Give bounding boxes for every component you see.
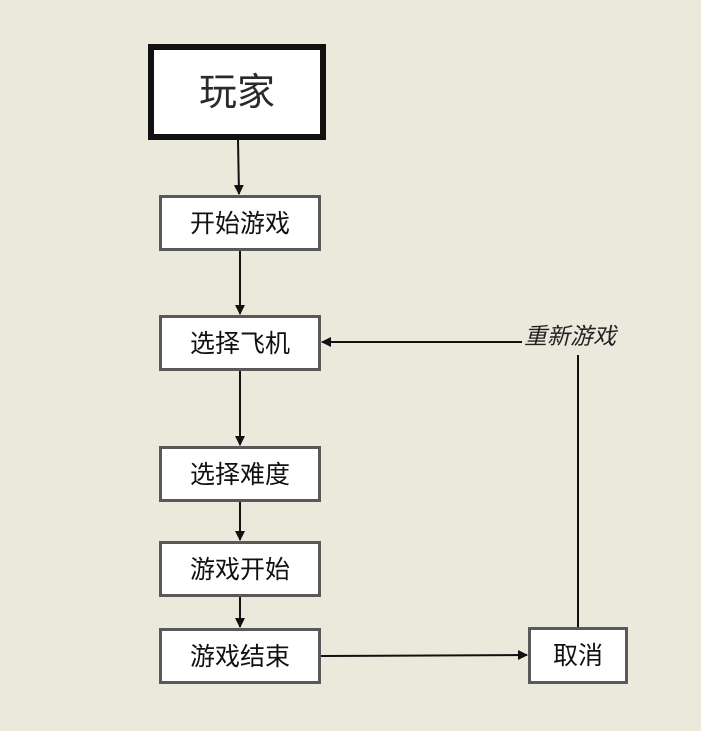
node-game-start-label: 游戏开始 [189, 554, 290, 584]
node-cancel: 取消 [528, 627, 628, 684]
node-game-start: 游戏开始 [159, 541, 321, 597]
node-game-over-label: 游戏结束 [189, 641, 290, 671]
node-player: 玩家 [148, 44, 326, 140]
node-start-game-label: 开始游戏 [189, 208, 290, 238]
node-select-plane-label: 选择飞机 [189, 328, 290, 358]
arrow-player-to-start-game [233, 139, 244, 195]
arrow-game-over-to-cancel [320, 650, 528, 661]
node-player-label: 玩家 [198, 70, 275, 114]
node-game-over: 游戏结束 [159, 628, 321, 684]
node-select-difficulty-label: 选择难度 [189, 459, 290, 489]
node-cancel-label: 取消 [552, 641, 603, 670]
node-start-game: 开始游戏 [159, 195, 321, 251]
node-select-difficulty: 选择难度 [159, 446, 321, 502]
node-select-plane: 选择飞机 [159, 315, 321, 371]
restart-edge-label: 重新游戏 [522, 324, 618, 350]
